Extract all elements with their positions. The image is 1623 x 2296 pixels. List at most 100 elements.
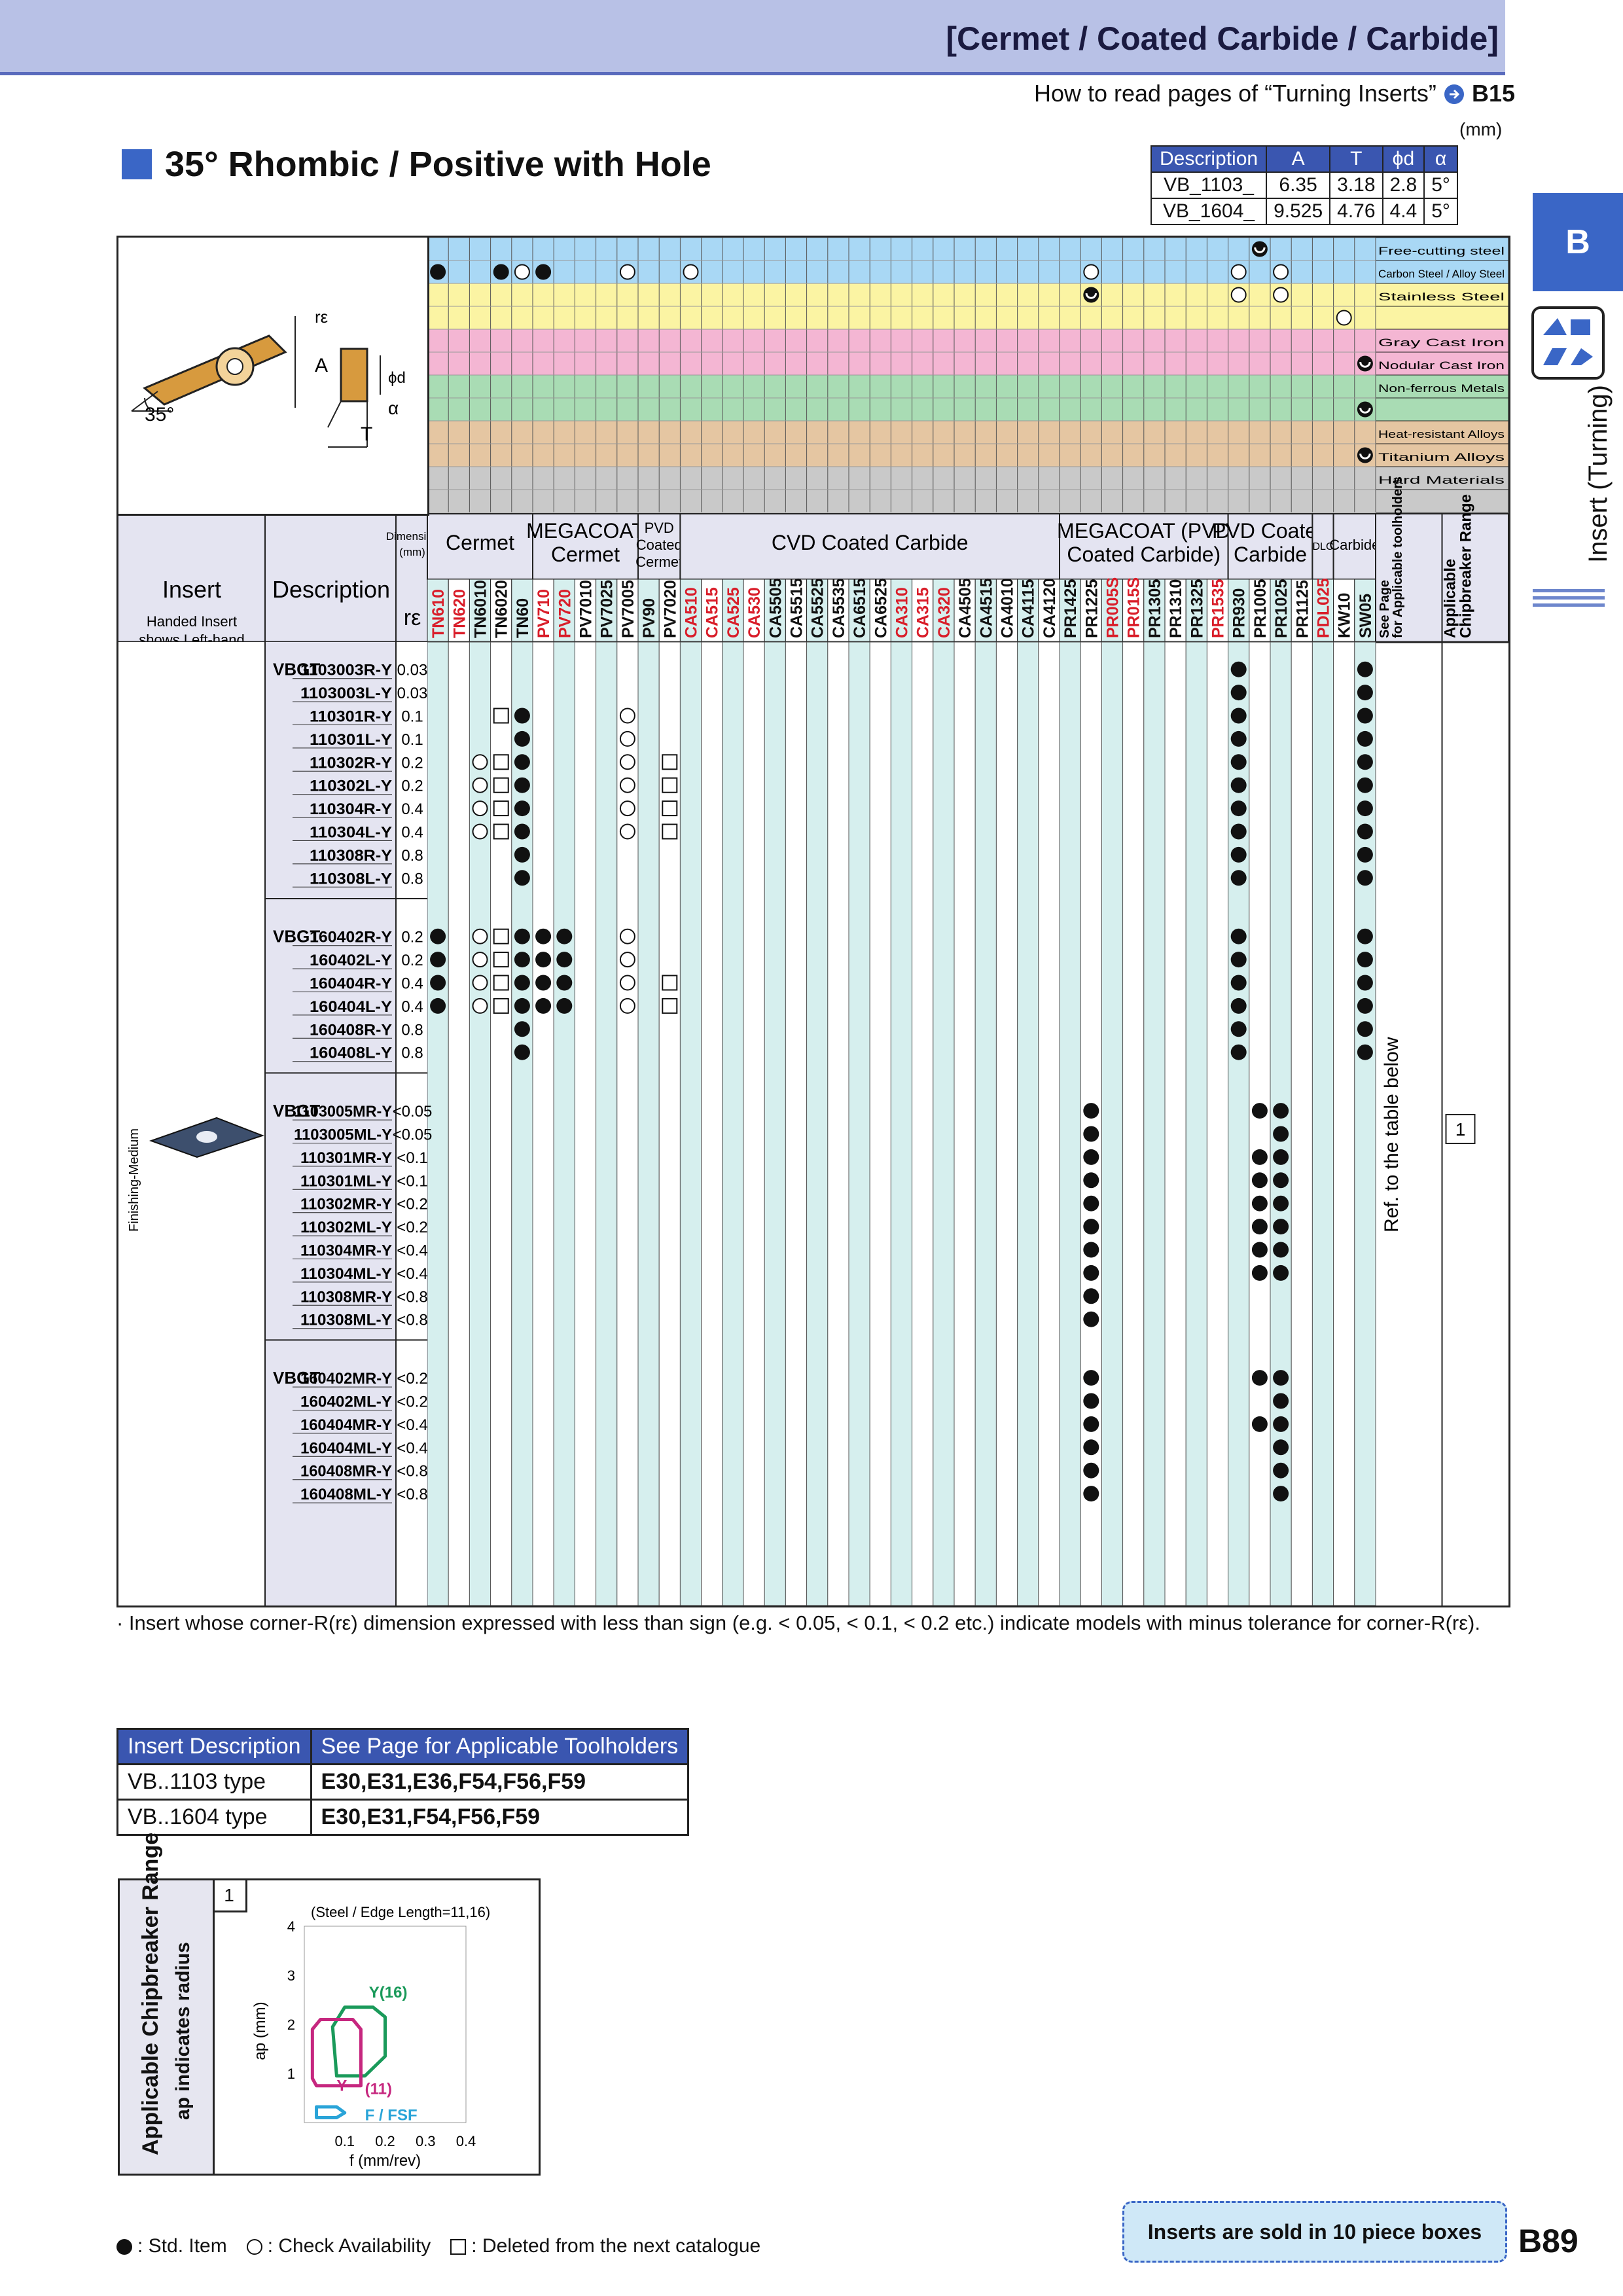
insert-description[interactable]: 1103005ML-Y [294, 1126, 392, 1144]
grade-group-cell [1311, 513, 1334, 580]
section-tab[interactable]: B [1533, 193, 1623, 291]
insert-description[interactable]: 160404L-Y [310, 998, 392, 1016]
insert-description[interactable]: 110308L-Y [310, 870, 392, 888]
insert-description[interactable]: 160408ML-Y [300, 1486, 392, 1503]
insert-description[interactable]: 110304R-Y [310, 800, 392, 818]
grade-name: PR1425 [1061, 579, 1080, 638]
insert-description[interactable]: 160402MR-Y [300, 1370, 392, 1388]
check-mark [619, 708, 635, 724]
grade-group-label: Carbide [1234, 543, 1307, 566]
insert-description[interactable]: 110308R-Y [310, 847, 392, 865]
std-item-mark [556, 928, 573, 944]
insert-description[interactable]: 110301L-Y [310, 731, 392, 749]
std-item-mark [1357, 730, 1373, 747]
insert-description[interactable]: 110304ML-Y [300, 1265, 392, 1283]
check-mark [619, 754, 635, 770]
insert-description[interactable]: 160404MR-Y [300, 1416, 392, 1434]
insert-description[interactable]: 160408L-Y [310, 1045, 392, 1062]
re-value: <0.4 [397, 1265, 427, 1283]
insert-description[interactable]: 1103003L-Y [300, 685, 392, 702]
grade-column [827, 641, 849, 1605]
insert-description[interactable]: 110308ML-Y [300, 1312, 392, 1329]
insert-description[interactable]: 110301MR-Y [300, 1149, 392, 1167]
insert-description[interactable]: 160402R-Y [310, 929, 392, 946]
grade-group-label: PVD Coated [1212, 519, 1329, 543]
tool-pages[interactable]: E30,E31,F54,F56,F59 [310, 1799, 690, 1836]
insert-description[interactable]: 160408R-Y [310, 1021, 392, 1039]
grade-name: PV7005 [619, 580, 637, 638]
std-item-mark [1230, 952, 1247, 968]
insert-description[interactable]: 110302R-Y [310, 754, 392, 772]
insert-description[interactable]: 110301ML-Y [300, 1172, 392, 1190]
deleted-mark [493, 800, 509, 817]
insert-description[interactable]: 110302L-Y [310, 778, 392, 795]
insert-description[interactable]: 160408MR-Y [300, 1463, 392, 1480]
howto-ref[interactable]: B15 [1471, 80, 1515, 107]
insert-description[interactable]: 110301R-Y [310, 708, 392, 726]
insert-description[interactable]: 160404R-Y [310, 975, 392, 993]
legend-std-text: : Std. Item [137, 2235, 227, 2257]
grade-name-cell [933, 579, 955, 643]
d-label: ϕd [388, 369, 406, 387]
howto-link[interactable]: How to read pages of “Turning Inserts” B… [1034, 80, 1515, 107]
legend-deleted-text: : Deleted from the next catalogue [471, 2235, 761, 2257]
material-name-cell [1375, 420, 1508, 444]
std-item-mark [1251, 1149, 1268, 1165]
grade-name-cell [785, 579, 808, 643]
check-mark [472, 952, 488, 968]
insert-description[interactable]: 160402ML-Y [300, 1393, 392, 1411]
dimension-header-2: (mm) [399, 546, 425, 558]
grade-name-cell [1354, 579, 1376, 643]
insert-description[interactable]: 1103005MR-Y [294, 1103, 392, 1121]
grade-name: CA5525 [809, 578, 827, 638]
insert-column [118, 642, 265, 1605]
material-name-cell [1375, 466, 1508, 490]
grade-group-label: MEGACOAT (PVD [1057, 519, 1231, 543]
check-mark [619, 264, 635, 280]
check-mark [472, 928, 488, 944]
std-item-mark [1251, 1416, 1268, 1432]
range-ref[interactable]: 1 [1455, 1119, 1466, 1139]
tool-header: Insert Description [116, 1728, 312, 1765]
arrow-right-icon [1444, 84, 1464, 104]
insert-description[interactable]: 110302ML-Y [300, 1219, 392, 1236]
first-choice-mark [1357, 401, 1373, 418]
std-item-mark [514, 777, 530, 793]
grade-column [1122, 641, 1145, 1605]
std-item-mark [1273, 1393, 1289, 1409]
insert-description[interactable]: 160402L-Y [310, 952, 392, 969]
grade-name-cell [827, 579, 849, 643]
check-mark [619, 975, 635, 991]
first-choice-mark-smile [1085, 293, 1097, 299]
x-tick-label: 0.1 [334, 2133, 355, 2149]
check-mark [1230, 264, 1247, 280]
side-ref-header-2: for Applicable toolholders [1391, 476, 1405, 638]
re-value: 0.4 [401, 800, 423, 818]
grade-name: CA320 [935, 587, 954, 638]
range-ref-box[interactable] [1445, 1114, 1476, 1144]
grade-name-cell [1185, 579, 1207, 643]
insert-description[interactable]: 110304L-Y [310, 824, 392, 842]
insert-description[interactable]: 110304MR-Y [300, 1242, 392, 1260]
insert-description[interactable]: 110308MR-Y [300, 1288, 392, 1306]
insert-description[interactable]: 110302MR-Y [300, 1196, 392, 1213]
std-item-mark [1230, 997, 1247, 1014]
check-mark [1083, 264, 1099, 280]
check-mark [514, 264, 530, 280]
re-value: <0.4 [397, 1416, 427, 1434]
std-item-mark [1083, 1219, 1099, 1235]
first-choice-mark-smile [1254, 247, 1266, 253]
re-value: 0.8 [401, 1045, 423, 1062]
angle-label: 35° [145, 404, 174, 425]
range-ref: 1 [213, 1880, 247, 1912]
deleted-mark [493, 823, 509, 840]
tool-pages[interactable]: E30,E31,E36,F54,F56,F59 [310, 1763, 690, 1801]
grade-name: PV90 [640, 598, 658, 638]
std-item-mark [1251, 1195, 1268, 1211]
grade-name-cell [1164, 579, 1186, 643]
std-item-mark [514, 952, 530, 968]
grade-name-cell [448, 579, 470, 643]
insert-description[interactable]: 1103003R-Y [300, 662, 392, 679]
insert-description[interactable]: 160404ML-Y [300, 1439, 392, 1457]
